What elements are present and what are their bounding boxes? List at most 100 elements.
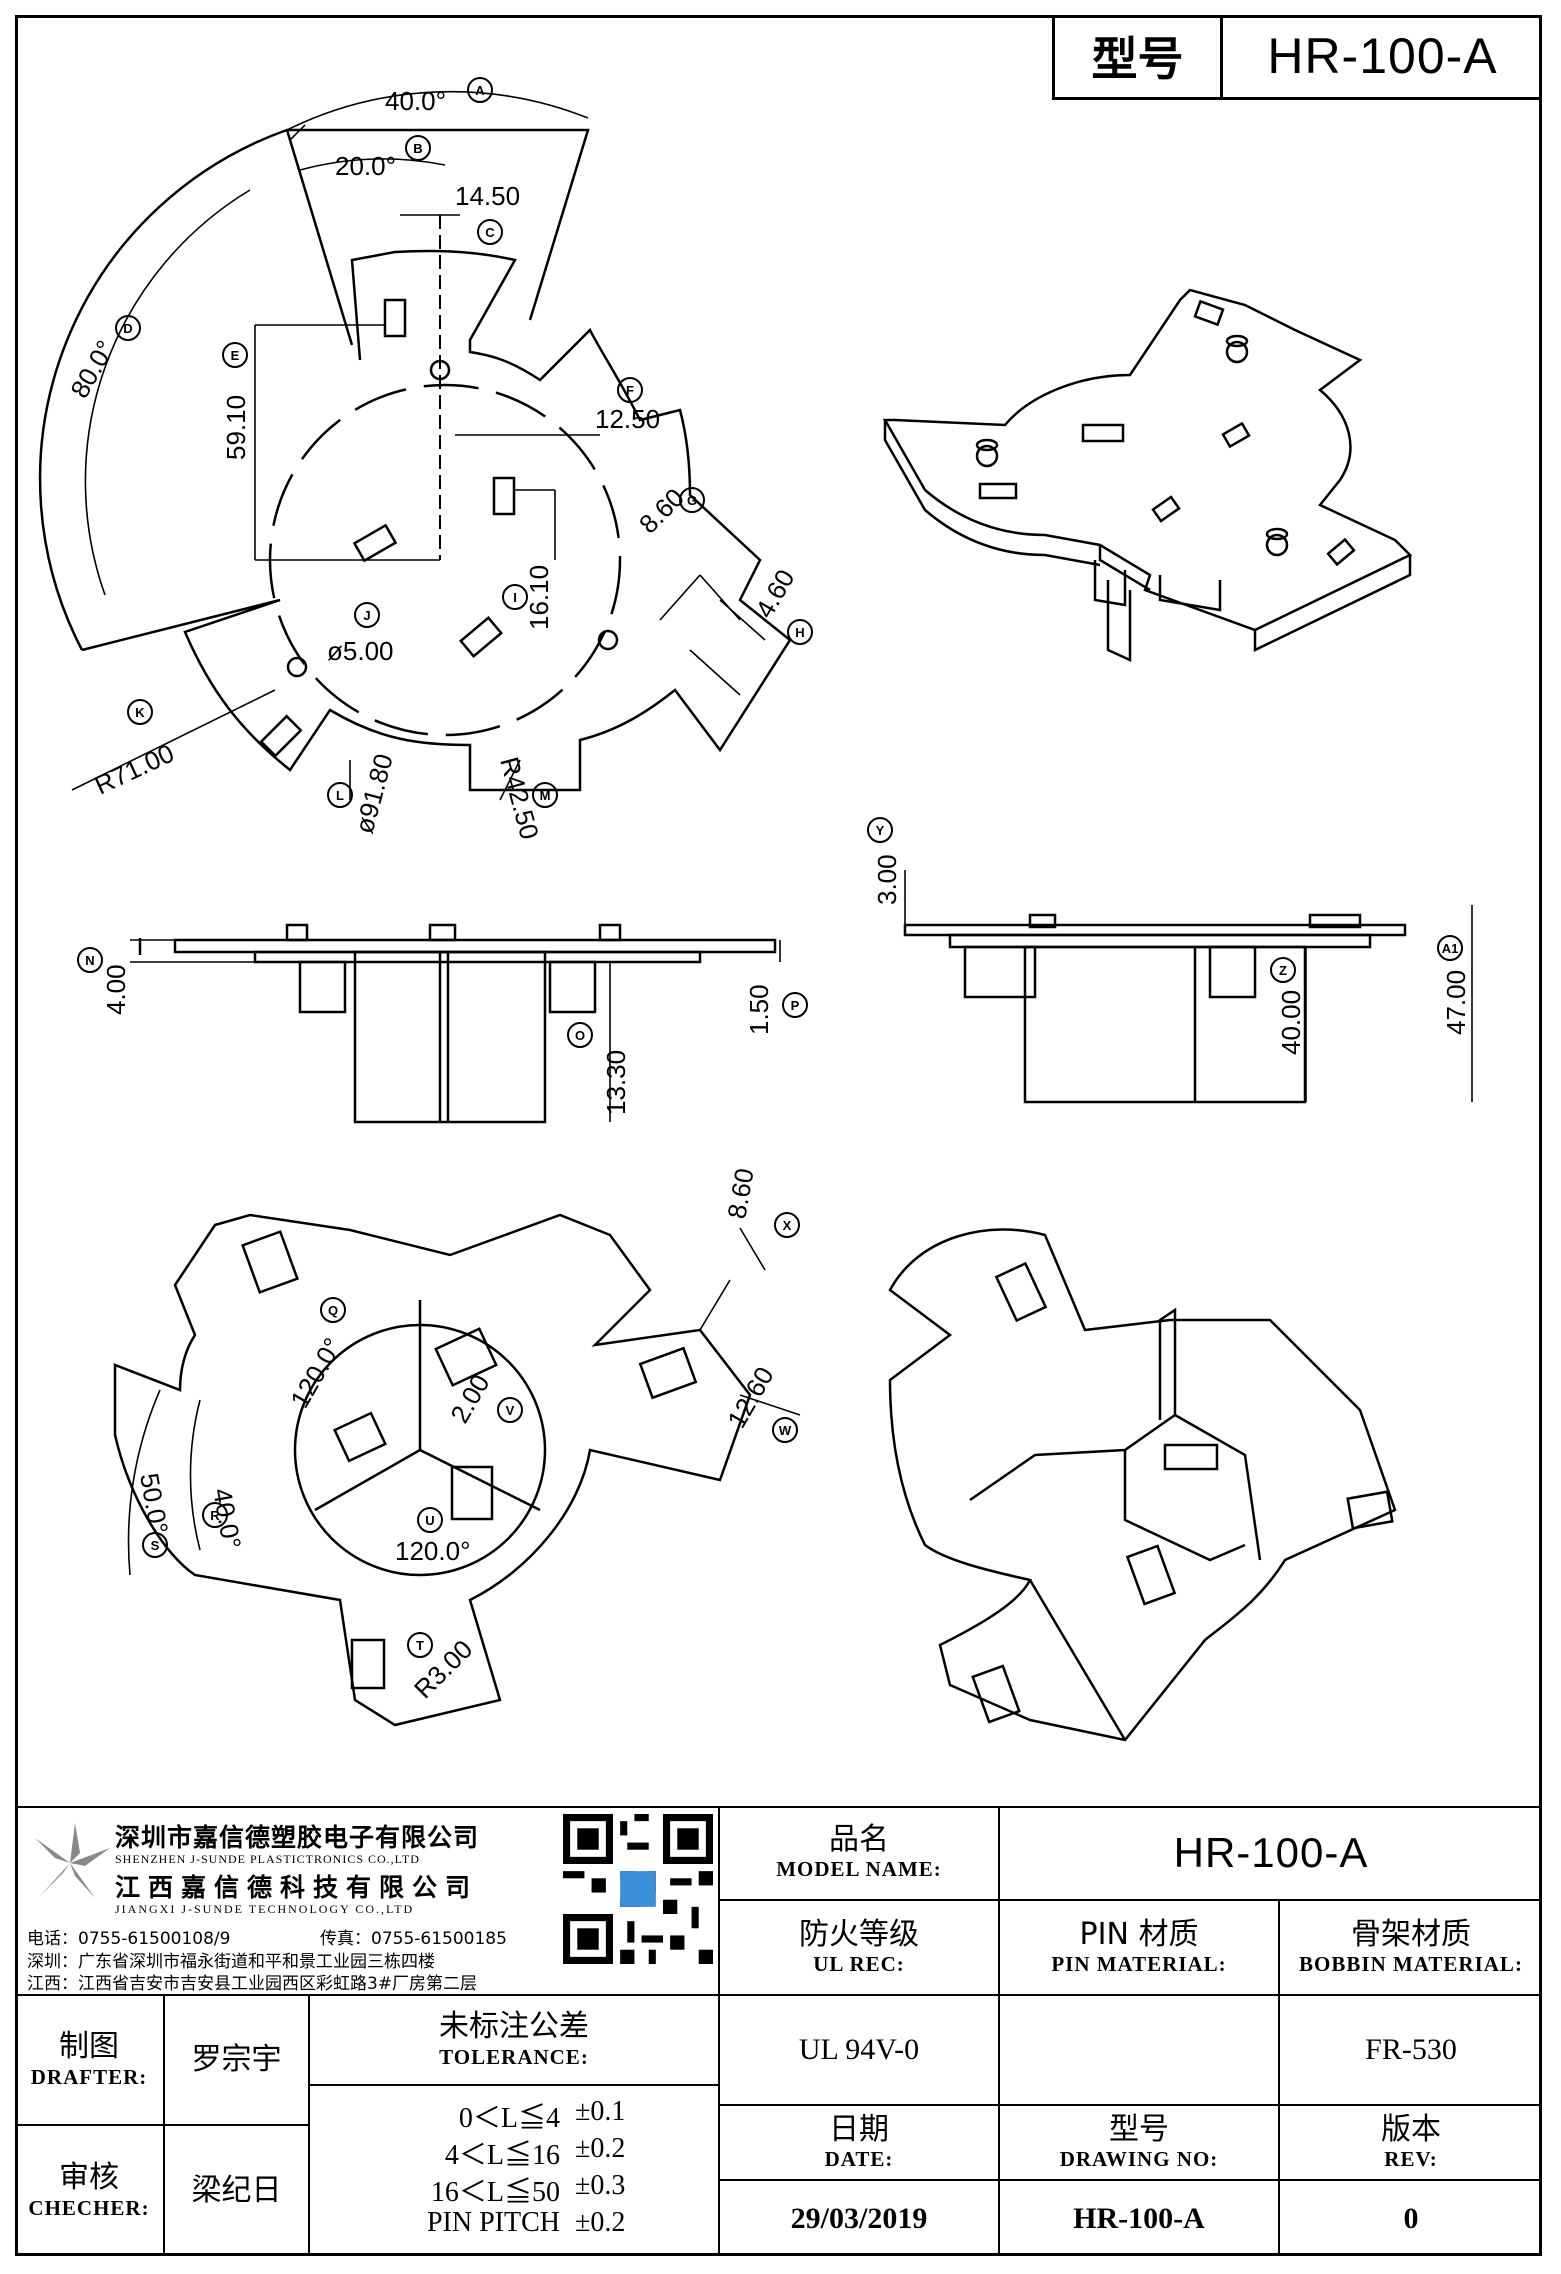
bobbin-material-label: 骨架材质 BOBBIN MATERIAL: <box>1280 1901 1542 1996</box>
side-view <box>130 923 781 1124</box>
drawing-frame <box>15 15 1542 2256</box>
balloon-r: R <box>210 1508 220 1523</box>
tol-value-2: ±0.2 <box>575 2133 626 2164</box>
dim-k: R71.00 <box>90 738 179 801</box>
bobbin-material-value: FR-530 <box>1280 1996 1542 2106</box>
pin-material-value <box>1000 1996 1280 2106</box>
balloon-i: I <box>513 590 517 605</box>
balloon-w: W <box>779 1423 792 1438</box>
model-name-label: 品名 MODEL NAME: <box>720 1806 1000 1901</box>
balloon-q: Q <box>328 1303 338 1318</box>
balloon-u: U <box>425 1513 434 1528</box>
balloon-k: K <box>135 705 145 720</box>
dim-f: 12.50 <box>595 404 660 434</box>
balloon-h: H <box>795 625 804 640</box>
company-phone: 电话：0755-61500108/9 <box>27 1929 231 1949</box>
ul-value: UL 94V-0 <box>720 1996 1000 2106</box>
dim-w: 12.60 <box>721 1362 780 1433</box>
balloon-n: N <box>85 953 94 968</box>
rev-value: 0 <box>1403 2201 1419 2235</box>
balloon-l: L <box>336 788 344 803</box>
balloon-o: O <box>575 1028 585 1043</box>
tol-range-2: 4＜L≦16 <box>444 2140 560 2171</box>
balloon-a1: A1 <box>1442 941 1459 956</box>
tol-range-4: PIN PITCH <box>426 2207 560 2238</box>
dimension-labels: 40.0° 20.0° 14.50 80.0° 59.10 12.50 8.60… <box>64 86 1471 1704</box>
dim-z: 40.00 <box>1276 990 1306 1055</box>
model-label: 型号 <box>1055 15 1223 97</box>
dim-l: ø91.80 <box>349 751 399 837</box>
dim-n: 4.00 <box>101 964 131 1015</box>
checker-value: 梁纪日 <box>165 2126 310 2256</box>
drafter-label: 制图 DRAFTER: <box>15 1996 165 2126</box>
company-jx-cn: 江西嘉信德科技有限公司 <box>115 1873 479 1902</box>
ul-label: 防火等级 UL REC: <box>720 1901 1000 1996</box>
dim-y: 3.00 <box>872 854 902 905</box>
dim-v: 2.00 <box>444 1369 495 1428</box>
tol-value-3: ±0.3 <box>575 2170 626 2201</box>
company-logo-icon <box>35 1823 110 1898</box>
balloon-f: F <box>626 383 634 398</box>
balloon-t: T <box>416 1638 424 1653</box>
drawing-no-value: HR-100-A <box>1000 2181 1280 2256</box>
tol-range-1: 0＜L≦4 <box>458 2103 560 2134</box>
balloon-c: C <box>485 225 495 240</box>
date-value: 29/03/2019 <box>720 2181 1000 2256</box>
date-label: 日期 DATE: <box>720 2106 1000 2181</box>
dim-q: 120.0° <box>284 1333 348 1413</box>
company-fax: 传真：0755-61500185 <box>320 1929 507 1949</box>
company-addr-jx: 江西：江西省吉安市吉安县工业园西区彩虹路3#厂房第二层 <box>27 1974 478 1994</box>
dim-u: 120.0° <box>395 1536 470 1566</box>
balloon-e: E <box>231 348 240 363</box>
balloon-j: J <box>363 608 370 623</box>
company-addr-sz: 深圳：广东省深圳市福永街道和平和景工业园三栋四楼 <box>27 1952 435 1972</box>
balloon-g: G <box>687 493 697 508</box>
company-sz-cn: 深圳市嘉信德塑胶电子有限公司 <box>115 1823 480 1852</box>
isometric-top-view <box>882 288 1413 662</box>
balloon-b: B <box>413 141 422 156</box>
balloon-p: P <box>791 998 800 1013</box>
balloon-d: D <box>123 321 132 336</box>
dim-e: 59.10 <box>221 395 251 460</box>
model-name-value: HR-100-A <box>1000 1806 1542 1901</box>
balloon-letters: A B C D E F G H I J K L M N O P Y Z A1 X… <box>85 83 1458 1653</box>
balloon-x: X <box>783 1218 792 1233</box>
tol-value-1: ±0.1 <box>575 2096 626 2127</box>
dim-s: 50.0° <box>134 1471 174 1536</box>
balloon-v: V <box>506 1403 515 1418</box>
title-block: 深圳市嘉信德塑胶电子有限公司 SHENZHEN J-SUNDE PLASTICT… <box>15 1806 1542 2256</box>
company-info: 深圳市嘉信德塑胶电子有限公司 SHENZHEN J-SUNDE PLASTICT… <box>15 1806 720 1996</box>
drafter-value: 罗宗宇 <box>165 1996 310 2126</box>
tolerance-table <box>310 2086 720 2256</box>
balloon-s: S <box>151 1538 160 1553</box>
balloon-m: M <box>540 788 551 803</box>
checker-label: 审核 CHECHER: <box>15 2126 165 2256</box>
tol-value-4: ±0.2 <box>575 2207 626 2238</box>
balloon-y: Y <box>876 823 885 838</box>
side-view-2 <box>903 870 1473 1104</box>
balloon-a: A <box>475 83 485 98</box>
qr-code-icon <box>563 1814 713 1964</box>
dim-x: 8.60 <box>721 1166 759 1221</box>
tolerance-label: 未标注公差 TOLERANCE: <box>310 1996 720 2086</box>
model-value: HR-100-A <box>1267 28 1498 84</box>
model-header-box: 型号 HR-100-A <box>1052 15 1542 100</box>
dim-p: 1.50 <box>744 984 774 1035</box>
bottom-view <box>113 1213 801 1727</box>
dim-j: ø5.00 <box>327 636 394 666</box>
tol-range-3: 16＜L≦50 <box>430 2177 560 2208</box>
dim-i: 16.10 <box>524 565 554 630</box>
pin-material-label: PIN 材质 PIN MATERIAL: <box>1000 1901 1280 1996</box>
dim-g: 8.60 <box>633 482 690 539</box>
company-jx-en: JIANGXI J-SUNDE TECHNOLOGY CO.,LTD <box>115 1902 415 1916</box>
balloon-z: Z <box>1279 963 1287 978</box>
drawing-no-label: 型号 DRAWING NO: <box>1000 2106 1280 2181</box>
rev-label: 版本 REV: <box>1280 2106 1542 2181</box>
dim-c: 14.50 <box>455 181 520 211</box>
top-view <box>38 90 792 801</box>
dim-b: 20.0° <box>335 151 396 181</box>
dim-d: 80.0° <box>64 335 120 403</box>
dim-o: 13.30 <box>601 1050 631 1115</box>
dim-a1: 47.00 <box>1441 970 1471 1035</box>
balloon-callouts <box>77 77 1463 1658</box>
